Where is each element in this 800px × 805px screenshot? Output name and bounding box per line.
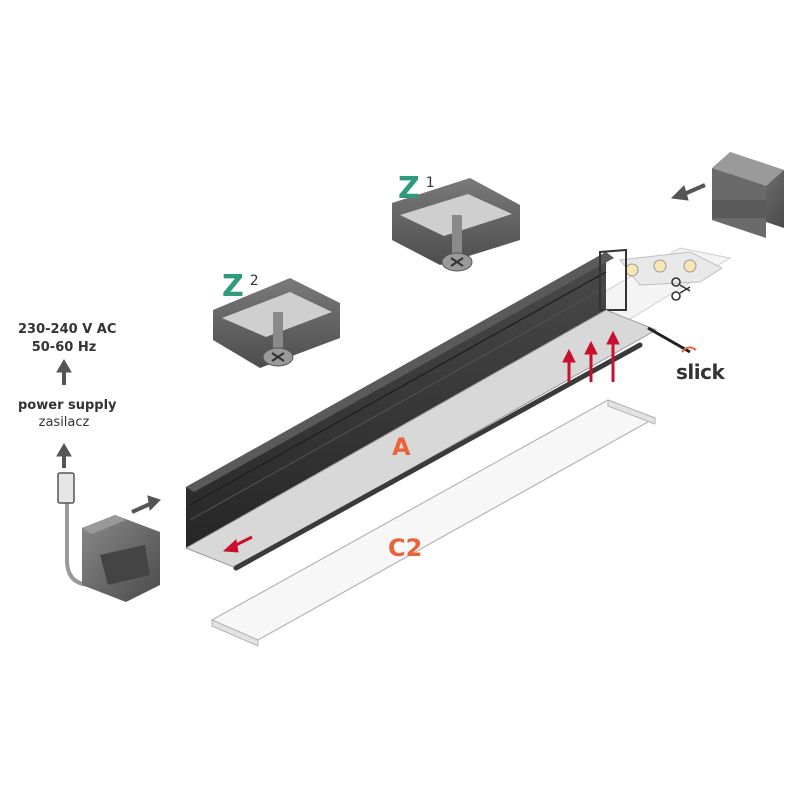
aluminium-profile [184,248,658,569]
power-supply-pl-label: zasilacz [38,415,90,430]
arrow-icon [56,183,706,514]
mounting-clip-z1 [392,178,520,272]
red-arrows [222,330,620,553]
end-cap-right [712,152,784,238]
voltage-label: 230-240 V AC [18,322,117,337]
scissors-icon [671,277,691,301]
end-cap-left [57,472,160,602]
slick-logo-mark [681,346,697,353]
frequency-label: 50-60 Hz [31,340,97,355]
cover-label: C2 [388,534,423,562]
power-supply-label: power supply [18,398,117,413]
profile-label: A [392,433,411,461]
diffuser-cover [210,399,657,647]
slick-pointer [647,326,691,354]
mounting-clip-z2 [213,278,340,368]
gasket-rod [233,342,643,571]
slick-brand: slick [676,360,725,384]
